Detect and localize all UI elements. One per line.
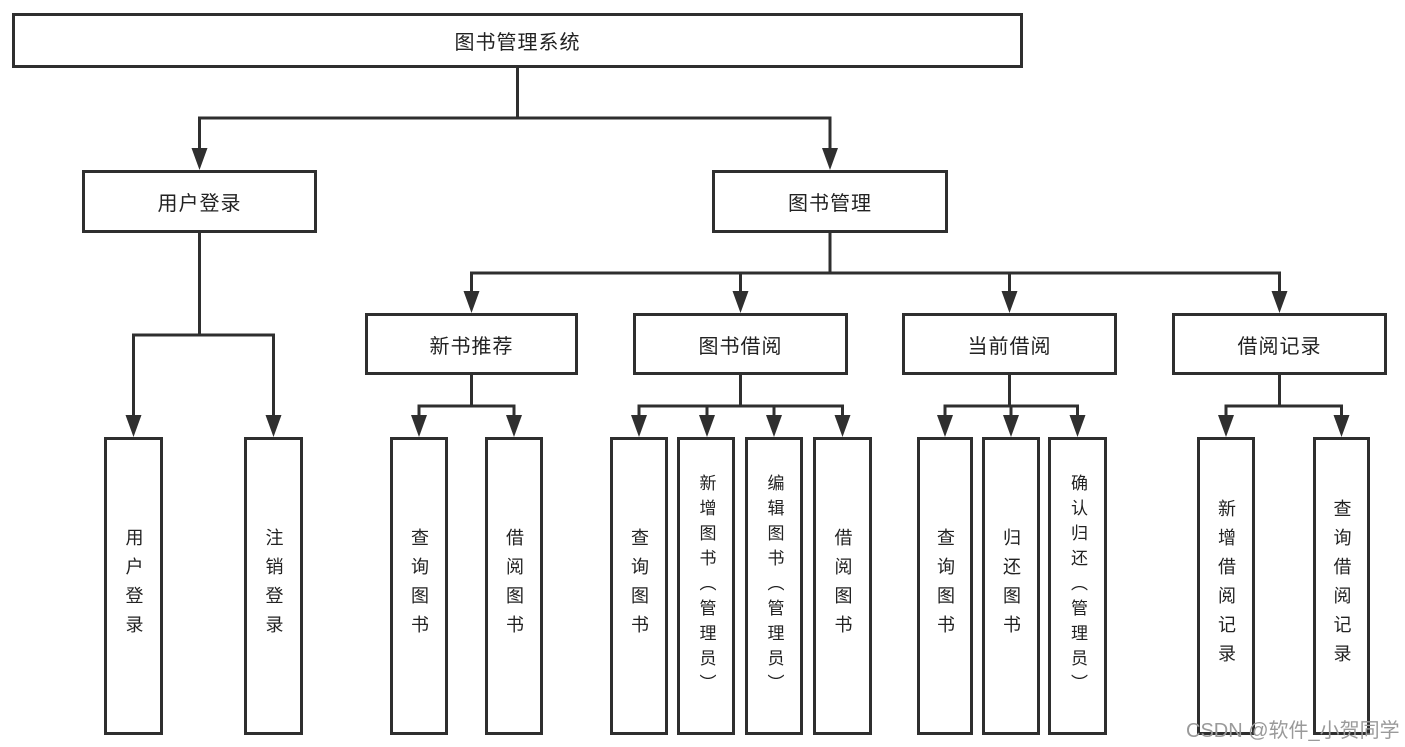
node-book-borrow: 图书借阅 bbox=[633, 313, 848, 375]
leaf-borrow-books-recommend-label: 借阅图书 bbox=[504, 528, 524, 644]
leaf-borrow-books: 借阅图书 bbox=[813, 437, 872, 735]
leaf-query-borrow-record-label: 查询借阅记录 bbox=[1331, 499, 1352, 673]
connector-root-branch bbox=[198, 66, 832, 120]
leaf-query-books-current: 查询图书 bbox=[917, 437, 973, 735]
arrow-down-icon bbox=[506, 406, 522, 437]
connector-book-borrow-branch bbox=[637, 373, 844, 408]
leaf-user-login: 用户登录 bbox=[104, 437, 163, 735]
arrow-down-icon bbox=[463, 273, 480, 313]
arrow-down-icon bbox=[732, 273, 749, 313]
node-book-borrow-label: 图书借阅 bbox=[698, 335, 783, 358]
watermark: CSDN @软件_小贺同学 bbox=[1186, 720, 1400, 742]
arrow-down-icon bbox=[125, 335, 142, 437]
node-user-login-label: 用户登录 bbox=[157, 193, 242, 215]
leaf-add-books-admin: 新增图书（管理员） bbox=[677, 437, 735, 735]
connector-new-book-branch bbox=[417, 373, 516, 408]
arrow-down-icon bbox=[631, 406, 647, 437]
connector-current-borrow-branch bbox=[943, 373, 1079, 408]
arrow-down-icon bbox=[1218, 406, 1234, 437]
node-borrow-records-label: 借阅记录 bbox=[1237, 335, 1322, 358]
arrow-down-icon bbox=[1003, 406, 1019, 437]
leaf-edit-books-admin-label: 编辑图书（管理员） bbox=[764, 473, 784, 699]
leaf-query-books-current-label: 查询图书 bbox=[935, 528, 955, 644]
node-borrow-records: 借阅记录 bbox=[1172, 313, 1387, 375]
node-user-login: 用户登录 bbox=[82, 170, 317, 233]
arrow-down-icon bbox=[1069, 406, 1086, 437]
node-book-management: 图书管理 bbox=[712, 170, 948, 233]
leaf-borrow-books-recommend: 借阅图书 bbox=[485, 437, 543, 735]
leaf-query-borrow-record: 查询借阅记录 bbox=[1313, 437, 1370, 735]
node-new-book-recommend: 新书推荐 bbox=[365, 313, 578, 375]
leaf-return-books: 归还图书 bbox=[982, 437, 1040, 735]
node-current-borrow: 当前借阅 bbox=[902, 313, 1117, 375]
node-new-book-recommend-label: 新书推荐 bbox=[429, 335, 514, 358]
arrow-down-icon bbox=[834, 406, 851, 437]
arrow-down-icon bbox=[822, 118, 838, 170]
arrow-down-icon bbox=[265, 335, 282, 437]
arrow-down-icon bbox=[766, 406, 782, 437]
node-current-borrow-label: 当前借阅 bbox=[967, 335, 1052, 358]
leaf-query-books-recommend-label: 查询图书 bbox=[409, 528, 429, 644]
leaf-add-borrow-record: 新增借阅记录 bbox=[1197, 437, 1255, 735]
arrow-down-icon bbox=[1333, 406, 1350, 437]
leaf-return-books-label: 归还图书 bbox=[1001, 528, 1021, 644]
leaf-query-books-borrow: 查询图书 bbox=[610, 437, 668, 735]
leaf-add-books-admin-label: 新增图书（管理员） bbox=[696, 473, 716, 699]
leaf-edit-books-admin: 编辑图书（管理员） bbox=[745, 437, 803, 735]
leaf-confirm-return-admin-label: 确认归还（管理员） bbox=[1068, 473, 1087, 699]
leaf-add-borrow-record-label: 新增借阅记录 bbox=[1216, 499, 1236, 673]
arrow-down-icon bbox=[1271, 273, 1288, 313]
connector-user-login-branch bbox=[132, 231, 275, 337]
leaf-query-books-recommend: 查询图书 bbox=[390, 437, 448, 735]
leaf-borrow-books-label: 借阅图书 bbox=[832, 528, 853, 644]
connector-book-management-branch bbox=[470, 231, 1281, 275]
node-root-label: 图书管理系统 bbox=[454, 32, 581, 54]
arrow-down-icon bbox=[699, 406, 715, 437]
leaf-confirm-return-admin: 确认归还（管理员） bbox=[1048, 437, 1107, 735]
arrow-down-icon bbox=[191, 118, 208, 170]
node-root: 图书管理系统 bbox=[12, 13, 1023, 68]
node-book-management-label: 图书管理 bbox=[788, 193, 872, 215]
arrow-down-icon bbox=[937, 406, 953, 437]
arrow-down-icon bbox=[411, 406, 427, 437]
leaf-logout: 注销登录 bbox=[244, 437, 303, 735]
arrow-down-icon bbox=[1001, 273, 1018, 313]
leaf-query-books-borrow-label: 查询图书 bbox=[629, 528, 649, 644]
connector-borrow-records-branch bbox=[1224, 373, 1343, 408]
leaf-logout-label: 注销登录 bbox=[263, 528, 284, 644]
leaf-user-login-label: 用户登录 bbox=[123, 528, 144, 644]
